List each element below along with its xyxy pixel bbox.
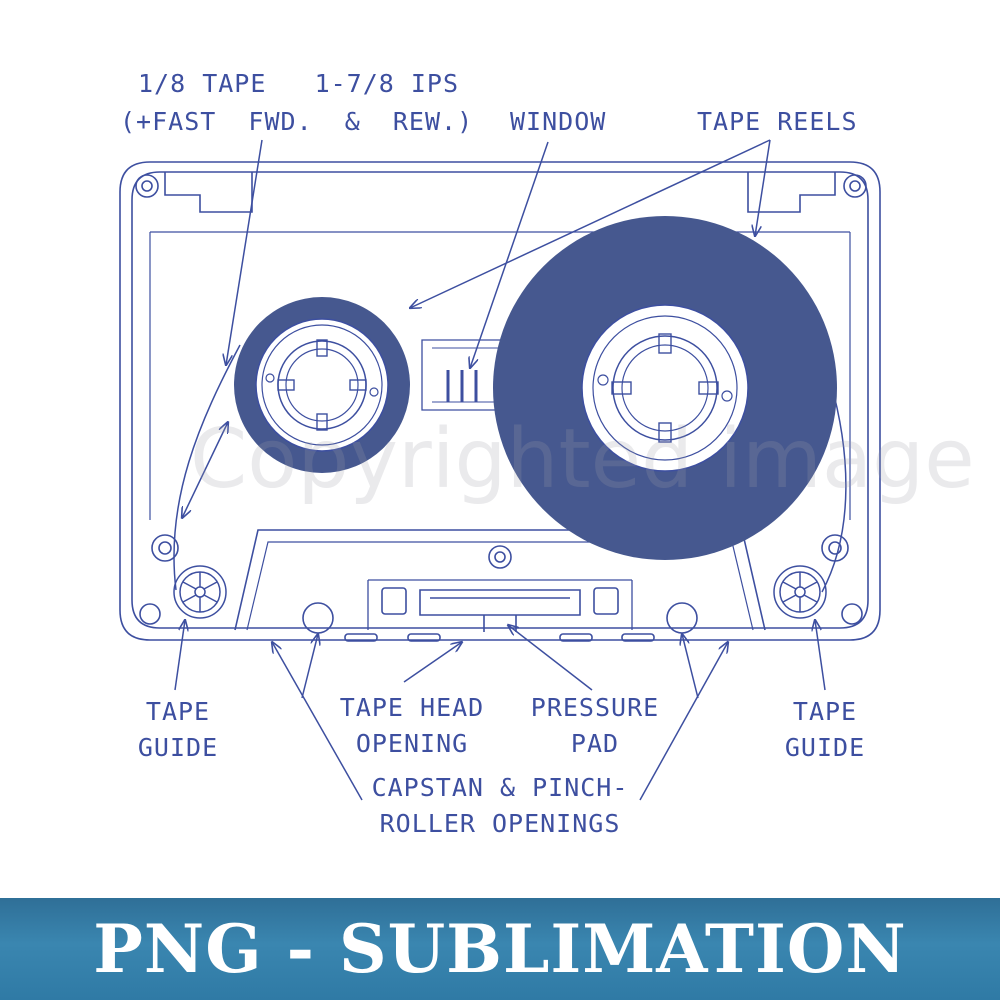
tape-guide-left	[173, 565, 227, 619]
top-right-notch	[747, 172, 836, 213]
left-tape-reel	[234, 297, 410, 473]
cassette-shell-outer	[119, 161, 881, 641]
bottom-housing	[234, 529, 766, 631]
banner-title: PNG - SUBLIMATION	[93, 910, 907, 988]
tape-head-label-1: TAPE HEAD	[339, 693, 485, 722]
tape-speed-label-line1: 1/8 TAPE 1-7/8 IPS	[138, 69, 460, 98]
right-tape-reel	[493, 216, 837, 560]
tape-head-label-2: OPENING	[355, 729, 469, 758]
tape-guide-right-label-2: GUIDE	[784, 733, 866, 762]
window-label: WINDOW	[510, 107, 607, 136]
cassette-drawing	[119, 139, 881, 801]
tape-reels-label: TAPE REELS	[697, 107, 858, 136]
tape-guide-right-label-1: TAPE	[792, 697, 858, 726]
tape-guide-left-label-2: GUIDE	[137, 733, 219, 762]
capstan-label-1: CAPSTAN & PINCH-	[371, 773, 629, 802]
pressure-pad-label-1: PRESSURE	[530, 693, 660, 722]
top-left-notch	[164, 172, 253, 213]
banner: PNG - SUBLIMATION	[0, 898, 1000, 1000]
tape-speed-label-line2: (+FAST FWD. & REW.)	[120, 107, 474, 136]
watermark: Copyrighted image	[190, 412, 975, 507]
capstan-label-2: ROLLER OPENINGS	[379, 809, 621, 838]
tape-guide-left-label-1: TAPE	[145, 697, 211, 726]
pressure-pad-label-2: PAD	[570, 729, 620, 758]
tape-guide-right	[773, 565, 827, 619]
cassette-shell-inner	[131, 171, 869, 629]
